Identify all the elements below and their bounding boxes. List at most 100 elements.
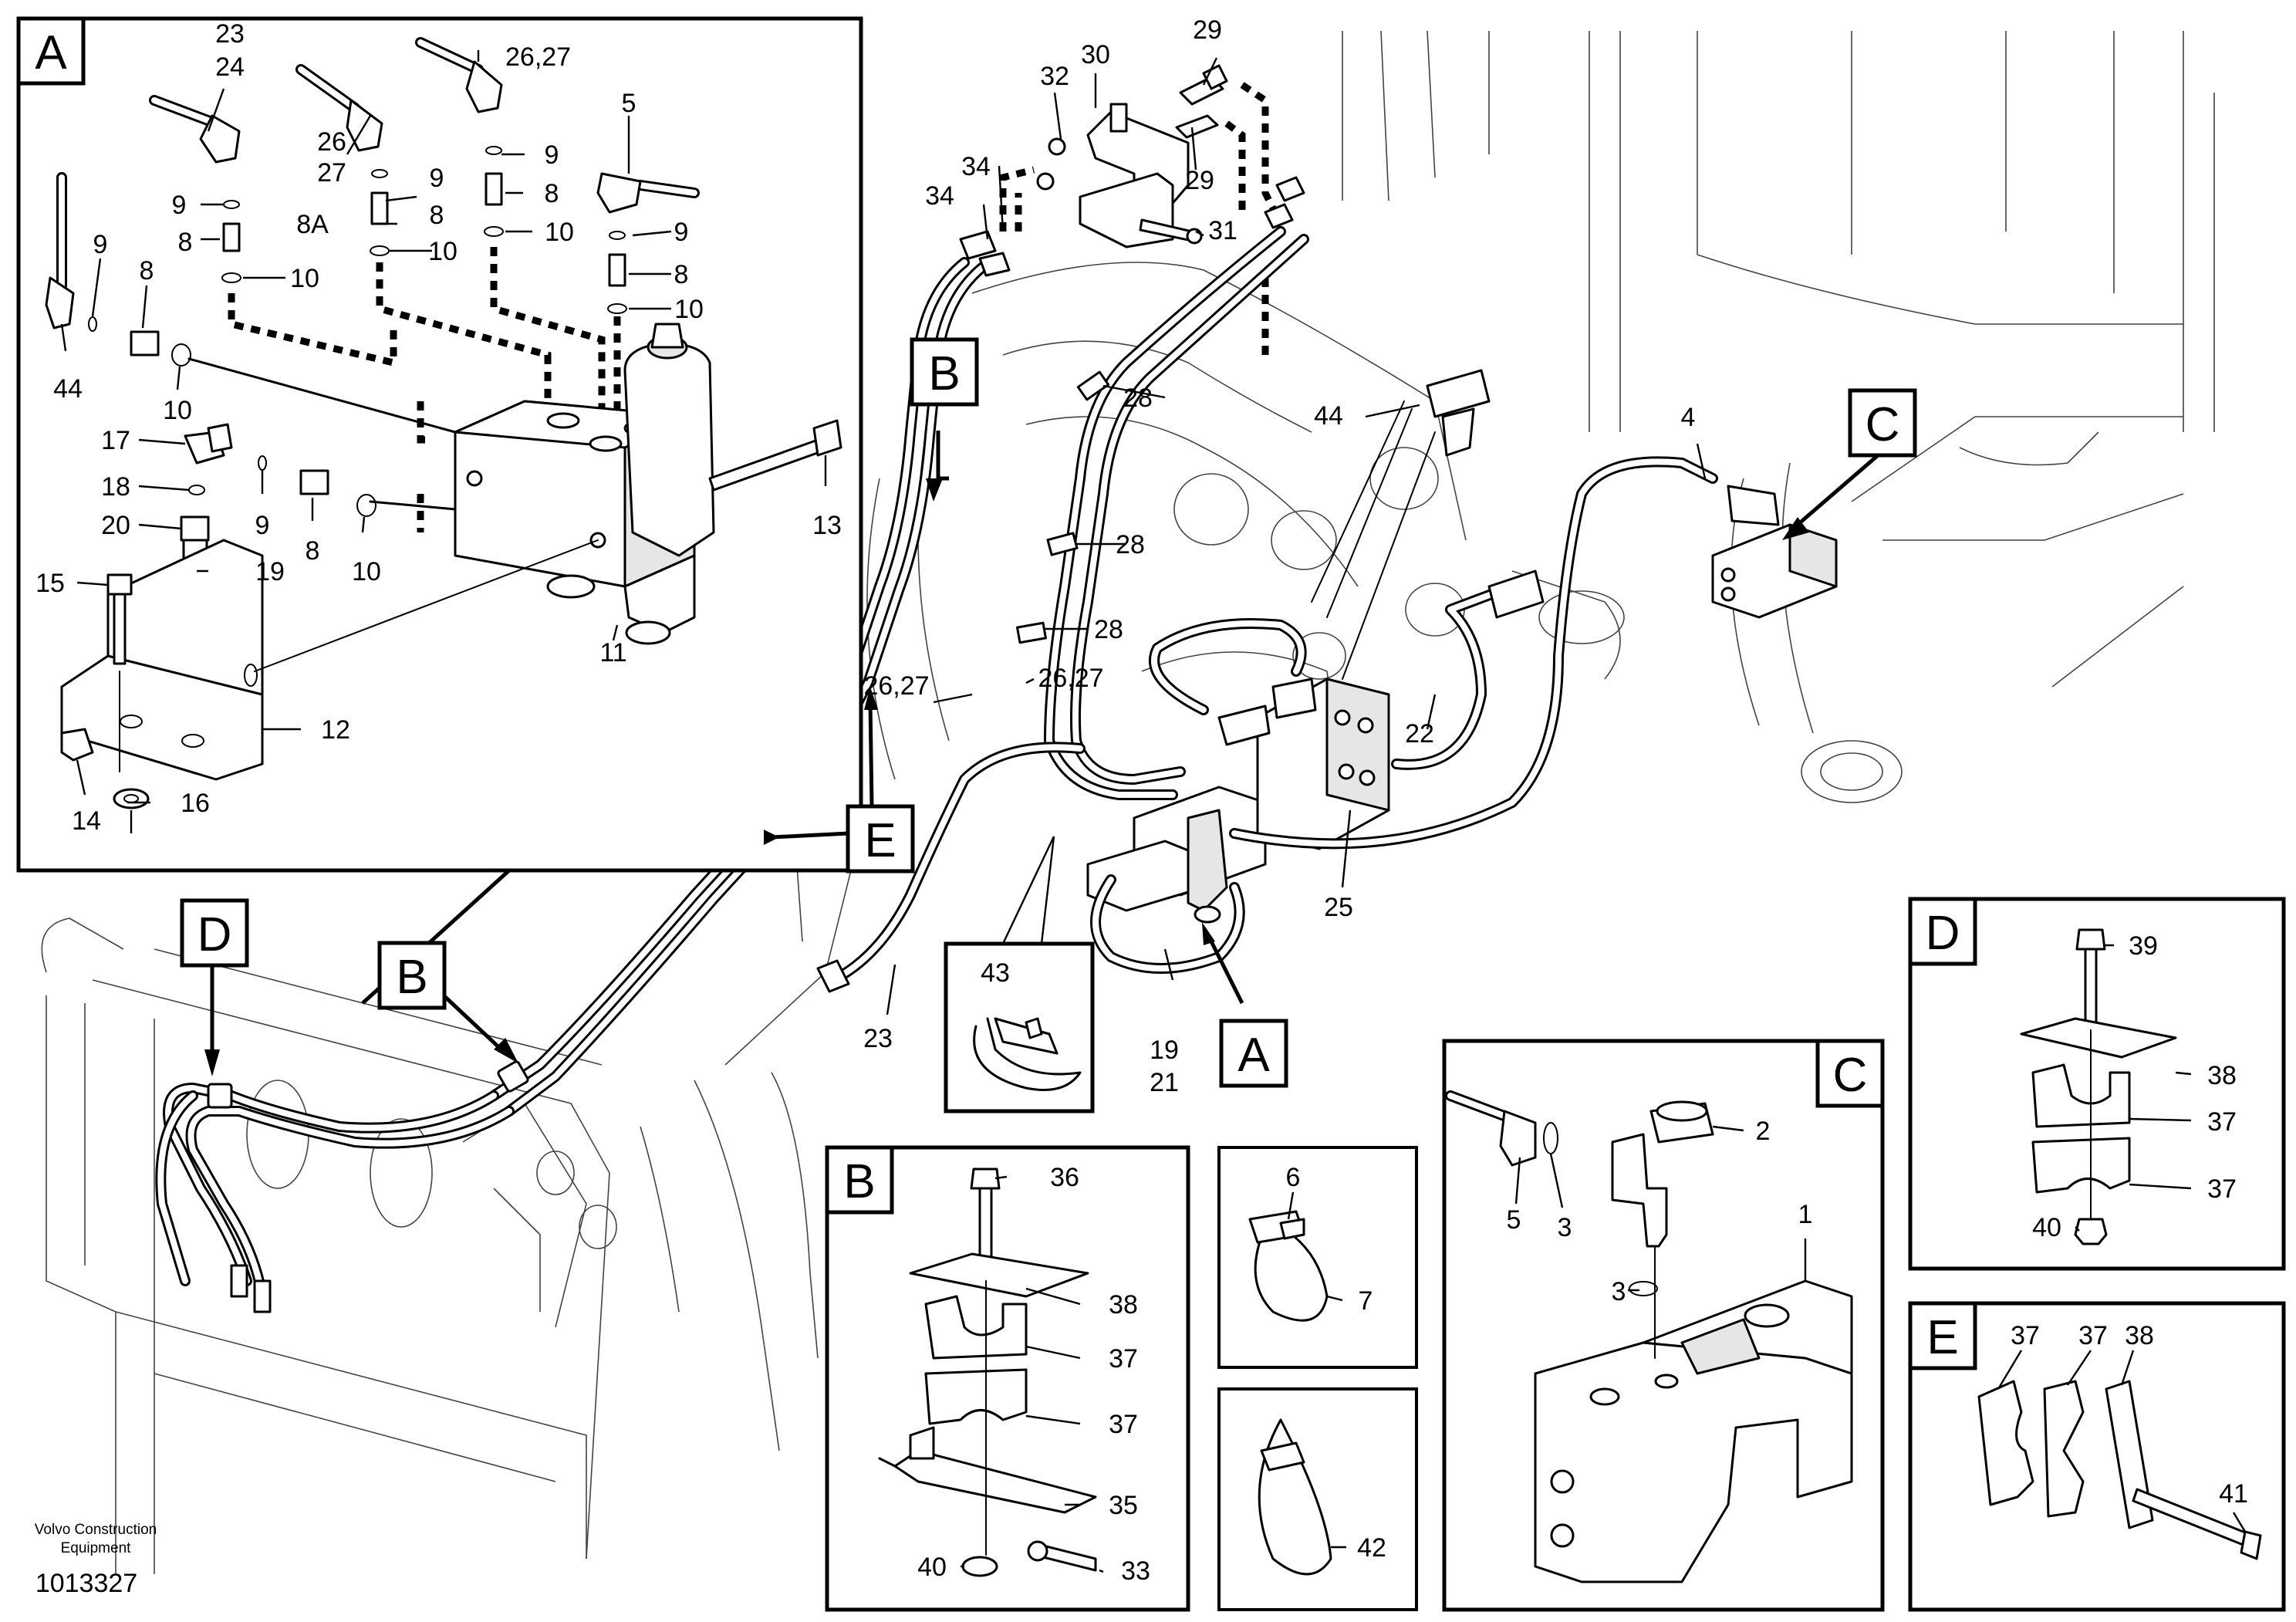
part-label-41: 41 <box>2219 1479 2248 1509</box>
part-label-14: 14 <box>72 806 101 836</box>
part-label-29-mid: 29 <box>1185 166 1214 195</box>
part-label-39: 39 <box>2129 931 2158 961</box>
letter-a-panel: A <box>35 26 67 79</box>
part-label-34-a: 34 <box>961 152 991 181</box>
part-label-17: 17 <box>101 426 130 455</box>
part-label-1: 1 <box>1798 1200 1813 1229</box>
part-label-10-a6: 10 <box>352 557 381 586</box>
part-label-44-a: 44 <box>53 374 83 404</box>
part-label-34-b: 34 <box>925 181 954 211</box>
part-label-9-a2: 9 <box>430 164 444 193</box>
detail-panel-c <box>1442 1039 1885 1612</box>
part-label-8a: 8A <box>296 210 329 239</box>
part-label-19-a: 19 <box>255 557 285 586</box>
part-label-35: 35 <box>1109 1491 1138 1520</box>
part-label-37-b2: 37 <box>1109 1410 1138 1439</box>
letter-c-main: C <box>1866 398 1900 451</box>
part-label-3-c2: 3 <box>1612 1277 1626 1306</box>
callout-box-e-panel <box>1908 1301 1977 1370</box>
part-label-37-e1: 37 <box>2011 1321 2040 1350</box>
part-label-21: 21 <box>1150 1068 1179 1097</box>
letter-b-panel: B <box>843 1155 875 1208</box>
part-label-8-a3: 8 <box>545 179 559 208</box>
detail-panel-strap-42 <box>1217 1387 1418 1611</box>
part-label-20: 20 <box>101 511 130 540</box>
part-label-23-main: 23 <box>863 1024 893 1053</box>
detail-panel-b <box>825 1145 1190 1612</box>
part-label-4: 4 <box>1681 403 1696 432</box>
letter-callouts: A B C D B E A B C D E <box>16 16 1977 1370</box>
part-label-22: 22 <box>1405 719 1434 748</box>
part-label-5-c: 5 <box>1507 1205 1521 1235</box>
part-label-18: 18 <box>101 472 130 502</box>
detail-panel-a <box>16 16 863 1005</box>
letter-d-main: D <box>198 908 232 961</box>
part-label-26-27-main: 26,27 <box>1038 664 1103 693</box>
part-label-10-a2: 10 <box>428 237 458 266</box>
letter-b-boom: B <box>396 951 427 1004</box>
part-label-42: 42 <box>1357 1533 1386 1563</box>
part-label-7: 7 <box>1359 1286 1373 1316</box>
part-label-3-c1: 3 <box>1558 1213 1572 1242</box>
part-label-10-a5: 10 <box>163 396 192 425</box>
part-label-9-a5: 9 <box>93 230 108 259</box>
letter-b-main: B <box>928 347 960 400</box>
part-label-40-d: 40 <box>2032 1213 2061 1242</box>
part-label-37-b1: 37 <box>1109 1344 1138 1374</box>
publisher-line-1: Volvo Construction <box>35 1522 157 1538</box>
document-number: 1013327 <box>35 1569 137 1598</box>
part-label-11: 11 <box>599 638 626 667</box>
callout-box-c-main <box>1848 388 1917 458</box>
letter-a-main: A <box>1237 1029 1270 1082</box>
callout-box-a-panel <box>16 16 86 86</box>
detail-panel-e <box>1908 1301 2286 1612</box>
detail-panel-clip-43 <box>944 836 1095 1113</box>
part-label-13: 13 <box>812 511 842 540</box>
part-label-6: 6 <box>1286 1163 1301 1192</box>
part-label-28-b: 28 <box>1116 530 1145 559</box>
part-label-10-a4: 10 <box>674 295 704 324</box>
part-label-38-e: 38 <box>2125 1321 2154 1350</box>
part-label-8-a4: 8 <box>674 260 689 289</box>
detail-panel-clip-6-7 <box>1217 1146 1418 1369</box>
part-label-8-a5: 8 <box>140 256 154 286</box>
part-label-9-a3: 9 <box>545 140 559 170</box>
part-number-labels: 23 24 26 27 26,27 5 9 8 10 9 8A 8 10 9 8… <box>35 15 2248 1586</box>
part-label-9-a1: 9 <box>172 191 187 220</box>
callout-box-a-main <box>1219 1019 1288 1088</box>
part-label-32: 32 <box>1040 62 1069 91</box>
part-label-37-e2: 37 <box>2078 1321 2108 1350</box>
part-label-10-a3: 10 <box>545 218 574 247</box>
part-label-38-d: 38 <box>2207 1061 2237 1090</box>
letter-e-panel: E <box>1926 1311 1958 1364</box>
part-label-33: 33 <box>1121 1556 1150 1586</box>
part-label-26-27-boom: 26,27 <box>863 671 929 701</box>
callout-box-c-panel <box>1815 1039 1885 1108</box>
part-label-16: 16 <box>181 789 210 818</box>
part-label-28-c: 28 <box>1094 615 1123 644</box>
part-label-27: 27 <box>317 158 346 188</box>
publisher-line-2: Equipment <box>61 1540 132 1556</box>
part-label-31: 31 <box>1208 216 1237 245</box>
callout-box-e-main <box>846 804 915 874</box>
part-label-26: 26 <box>317 127 346 157</box>
part-label-10-a1: 10 <box>290 264 319 293</box>
part-label-24: 24 <box>215 52 245 82</box>
part-label-44-main: 44 <box>1314 401 1343 431</box>
part-label-43: 43 <box>981 958 1010 988</box>
part-label-30: 30 <box>1081 40 1110 69</box>
letter-c-panel: C <box>1833 1049 1868 1102</box>
part-label-8-a2: 8 <box>430 201 444 230</box>
part-label-25: 25 <box>1324 893 1353 922</box>
callout-box-b-main <box>910 337 979 407</box>
part-label-12: 12 <box>321 715 350 745</box>
part-label-9-a4: 9 <box>674 218 689 247</box>
part-label-28-a: 28 <box>1123 384 1153 413</box>
part-label-15: 15 <box>35 569 65 598</box>
part-label-8-a6: 8 <box>306 536 320 566</box>
part-label-26-27-a: 26,27 <box>505 42 571 72</box>
publisher-block: Volvo Construction Equipment 1013327 <box>35 1522 157 1598</box>
callout-box-b-panel <box>825 1145 894 1215</box>
callout-box-d-main <box>180 898 249 968</box>
